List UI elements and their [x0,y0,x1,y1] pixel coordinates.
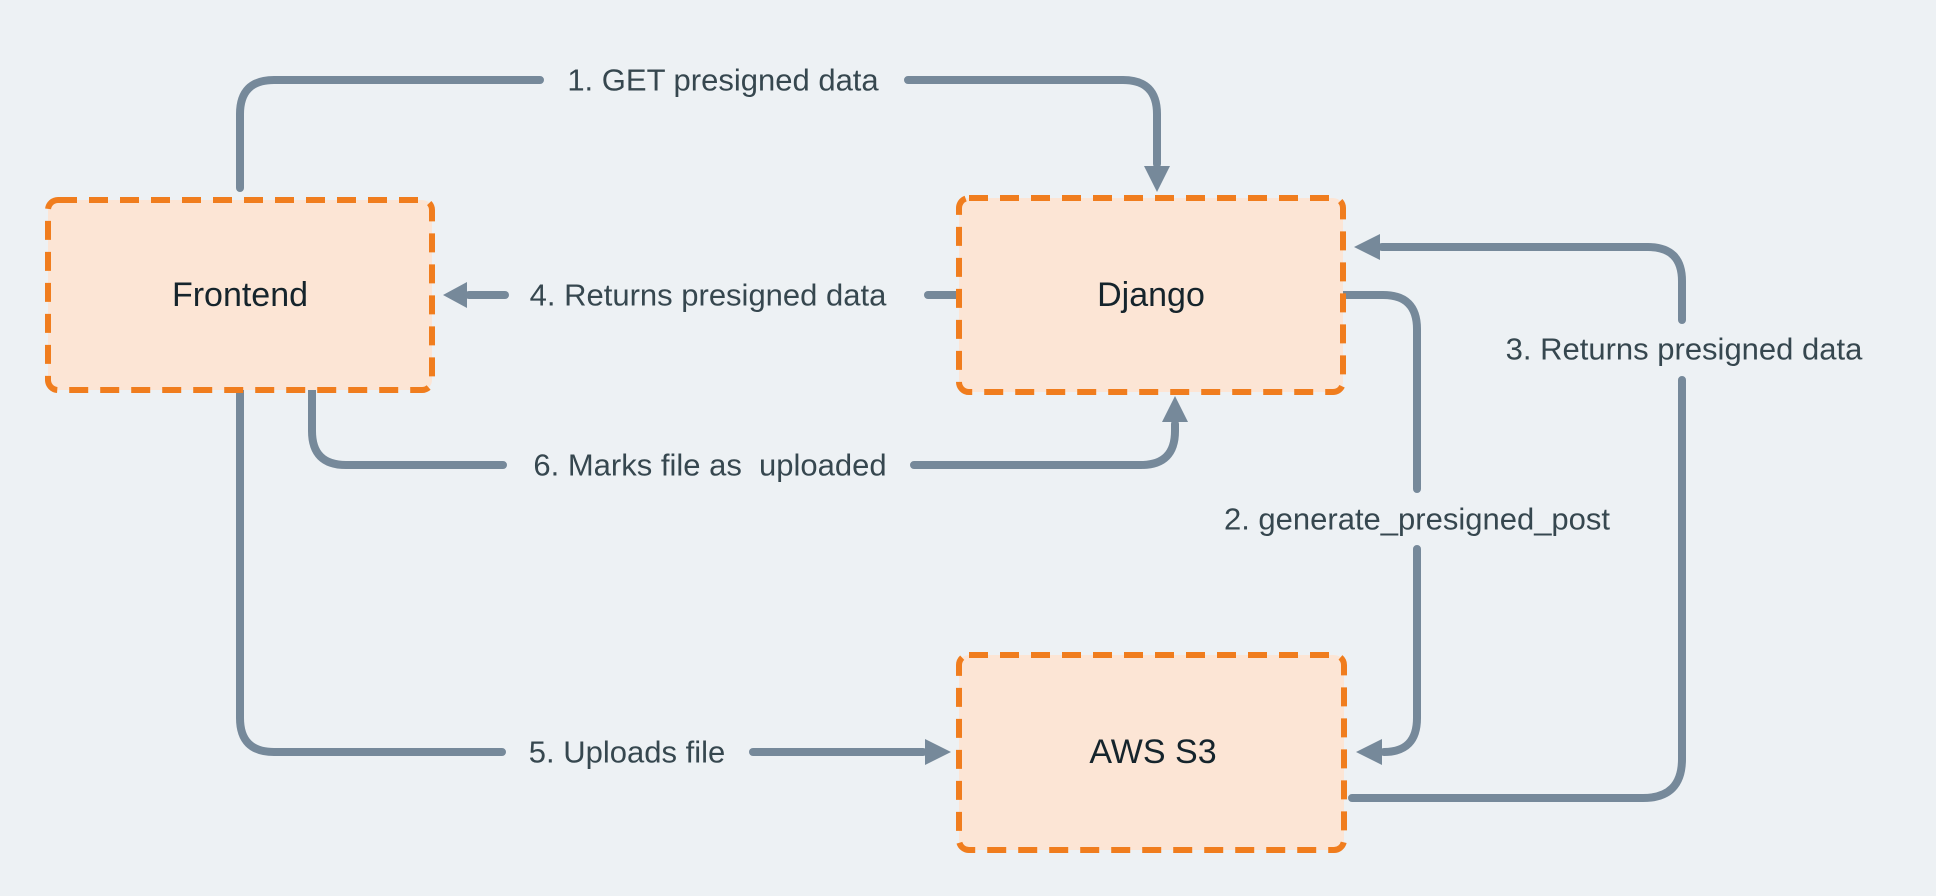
edge-get-presigned-data: 1. GET presigned data [236,63,1170,192]
edge-6-line-right [910,420,1179,469]
aws-s3-box [956,652,1347,853]
edge-generate-presigned-post: 2. generate_presigned_post [1224,291,1610,765]
node-aws-s3: AWS S3 [956,652,1347,853]
edge-returns-presigned-data-to-django: 3. Returns presigned data [1348,234,1863,802]
edge-marks-file-uploaded: 6. Marks file as uploaded [308,386,1188,483]
edge-returns-presigned-data-to-frontend: 4. Returns presigned data [443,278,964,313]
frontend-label: Frontend [172,276,308,314]
frontend-box [45,197,435,393]
edge-3-label: 3. Returns presigned data [1506,332,1863,367]
edge-6-line-left [308,386,507,469]
edge-1-arrowhead-down-icon [1144,166,1170,192]
django-box [956,195,1346,395]
edge-2-arrowhead-left-icon [1356,739,1382,765]
edge-1-line-right [904,76,1161,168]
node-frontend: Frontend [45,197,435,393]
edge-5-arrowhead-right-icon [925,739,951,765]
aws-s3-label: AWS S3 [1089,733,1216,771]
edge-4-arrowhead-left-icon [443,282,467,308]
edge-6-label: 6. Marks file as uploaded [533,448,886,483]
edge-uploads-file: 5. Uploads file [236,386,951,770]
edge-2-line-bottom [1380,545,1421,756]
edge-5-line-left [236,386,506,756]
edge-1-label: 1. GET presigned data [567,63,879,98]
edge-1-line-left [236,76,544,192]
edge-5-label: 5. Uploads file [529,735,725,770]
edge-3-arrowhead-left-icon [1354,234,1380,260]
edge-6-arrowhead-up-icon [1162,396,1188,422]
node-django: Django [956,195,1346,395]
django-label: Django [1097,276,1205,314]
edge-4-label: 4. Returns presigned data [530,278,887,313]
edge-3-line-top [1378,243,1686,324]
edge-2-line-top [1339,291,1421,493]
edge-3-line-bottom [1348,376,1686,802]
edge-2-label: 2. generate_presigned_post [1224,502,1610,537]
